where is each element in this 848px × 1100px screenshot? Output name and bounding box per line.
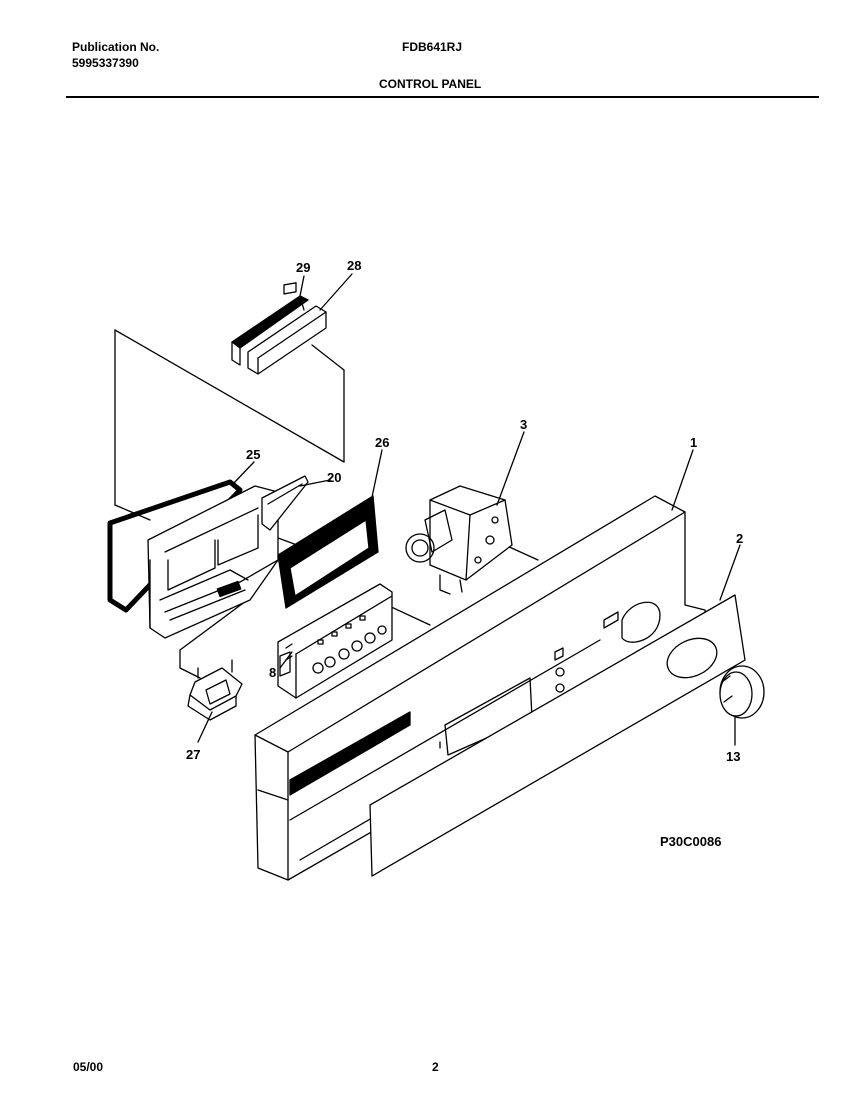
callout-8: 8 (269, 665, 276, 680)
callout-leader-lines (197, 273, 741, 746)
part-27-connector (187, 659, 243, 721)
part-29-gasket-strip (231, 295, 309, 366)
part-8-circuit-board (277, 583, 393, 699)
section-title: CONTROL PANEL (379, 77, 482, 91)
callout-25: 25 (246, 447, 260, 462)
part-20-lid (261, 475, 309, 531)
header-rule (66, 96, 819, 98)
part-13-knob (719, 665, 765, 719)
part-2-overlay (369, 594, 746, 877)
part-26-window-frame (277, 495, 379, 609)
figure-code: P30C0086 (660, 834, 721, 849)
callout-20: 20 (327, 470, 341, 485)
callout-3: 3 (520, 417, 527, 432)
callout-28: 28 (347, 258, 361, 273)
callout-1: 1 (690, 435, 697, 450)
callout-27: 27 (186, 747, 200, 762)
callout-26: 26 (375, 435, 389, 450)
publication-number: 5995337390 (72, 56, 139, 70)
model-number: FDB641RJ (402, 40, 463, 54)
page-number: 2 (432, 1060, 439, 1074)
footer-date: 05/00 (73, 1060, 104, 1074)
callout-13: 13 (726, 749, 740, 764)
callout-29: 29 (296, 260, 310, 275)
callout-2: 2 (736, 531, 743, 546)
publication-label: Publication No. (72, 40, 160, 54)
part-28-cover (247, 282, 327, 375)
part-1-control-panel (254, 495, 706, 881)
part-20-dispenser-housing (147, 485, 279, 639)
part-3-timer (405, 485, 513, 595)
